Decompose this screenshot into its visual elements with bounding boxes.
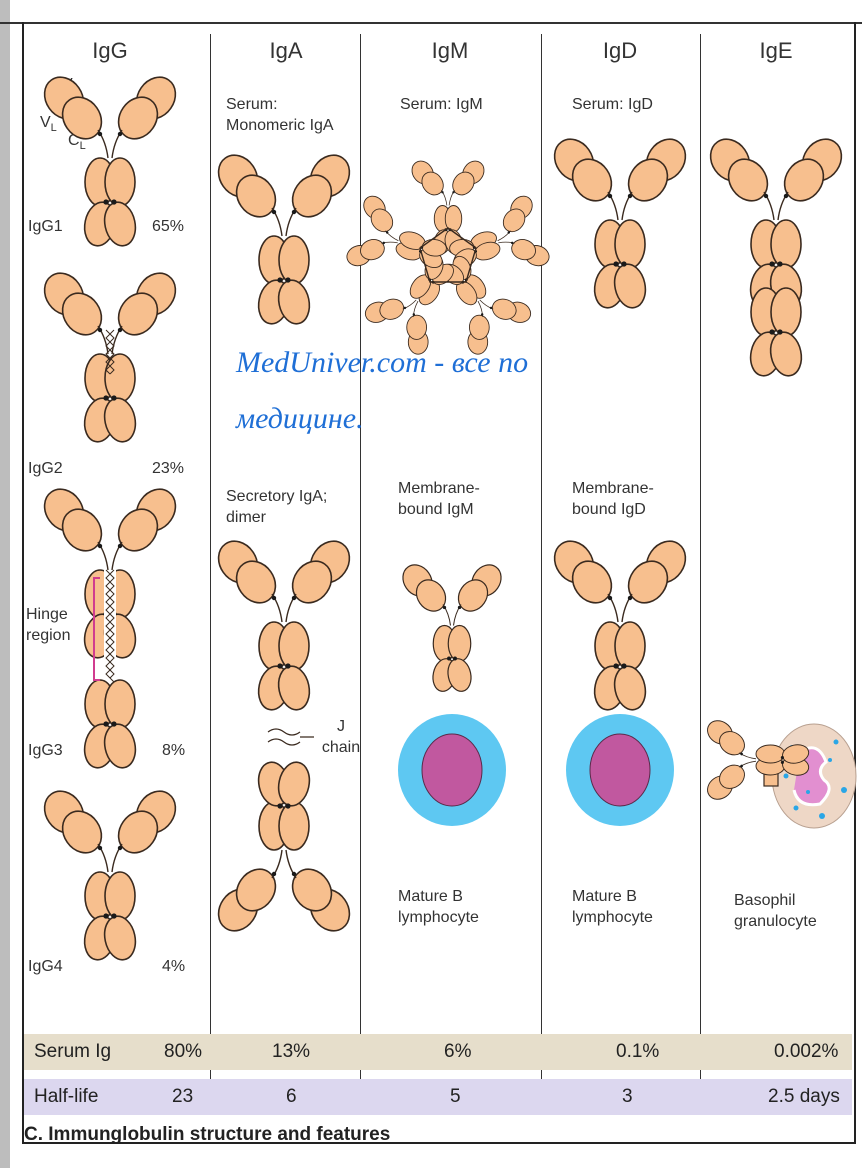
igm-pentamer bbox=[339, 157, 556, 364]
igg4-molecule bbox=[37, 784, 184, 963]
igd-serum-molecule bbox=[547, 132, 694, 311]
igg2-molecule bbox=[37, 266, 184, 445]
ige-serum-molecule bbox=[703, 132, 850, 311]
igg1-molecule bbox=[37, 70, 184, 249]
iga-monomer bbox=[211, 148, 358, 327]
iga-dimer-top bbox=[211, 534, 358, 713]
